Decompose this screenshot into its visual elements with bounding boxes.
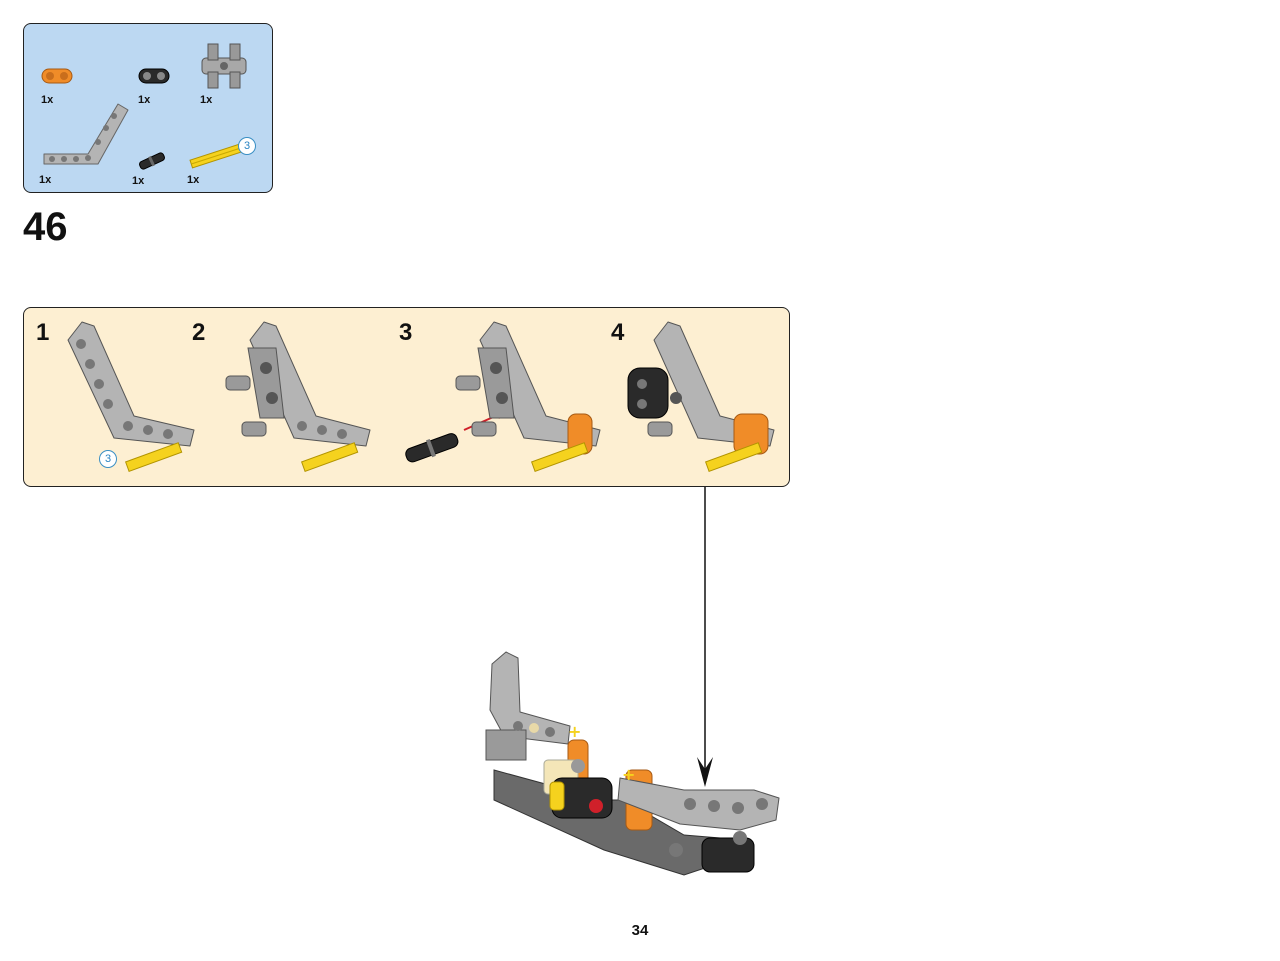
parts-qty-orange-connector: 1x [41, 94, 54, 106]
parts-qty-black-connector: 1x [138, 94, 151, 106]
axle-length-callout: 3 [238, 137, 256, 155]
substep-4-illustration [627, 321, 775, 472]
substep-2-illustration [225, 321, 371, 472]
substep-3-illustration [405, 321, 601, 472]
parts-qty-black-pin: 1x [132, 175, 145, 187]
double-pin-connector-icon [201, 43, 247, 89]
parts-qty-bent-beam: 1x [39, 174, 52, 186]
subassembly-box: 1 2 3 4 3 [23, 307, 790, 487]
substep-number-4: 4 [611, 319, 625, 346]
parts-qty-double-pin-connector: 1x [200, 94, 213, 106]
svg-text:+: + [568, 722, 581, 741]
substep-number-3: 3 [399, 319, 413, 346]
substep-1-illustration [67, 321, 195, 472]
substep-number-2: 2 [192, 319, 206, 346]
parts-qty-yellow-axle: 1x [187, 174, 200, 186]
substep-1-axle-callout: 3 [99, 450, 117, 468]
parts-list-box: 1x 1x 1x 1x 1x 3 1x [23, 23, 273, 193]
orange-connector-icon [41, 68, 73, 84]
yellow-axle-icon [189, 143, 243, 169]
svg-text:+: + [622, 765, 635, 784]
main-assembly-illustration: + + [485, 651, 780, 876]
black-connector-icon [138, 68, 170, 84]
substep-number-1: 1 [36, 319, 50, 346]
placement-arrow [697, 487, 713, 787]
black-pin-icon [139, 152, 165, 170]
bent-beam-icon [43, 103, 129, 165]
page-number: 34 [631, 922, 649, 939]
step-number: 46 [23, 205, 68, 249]
